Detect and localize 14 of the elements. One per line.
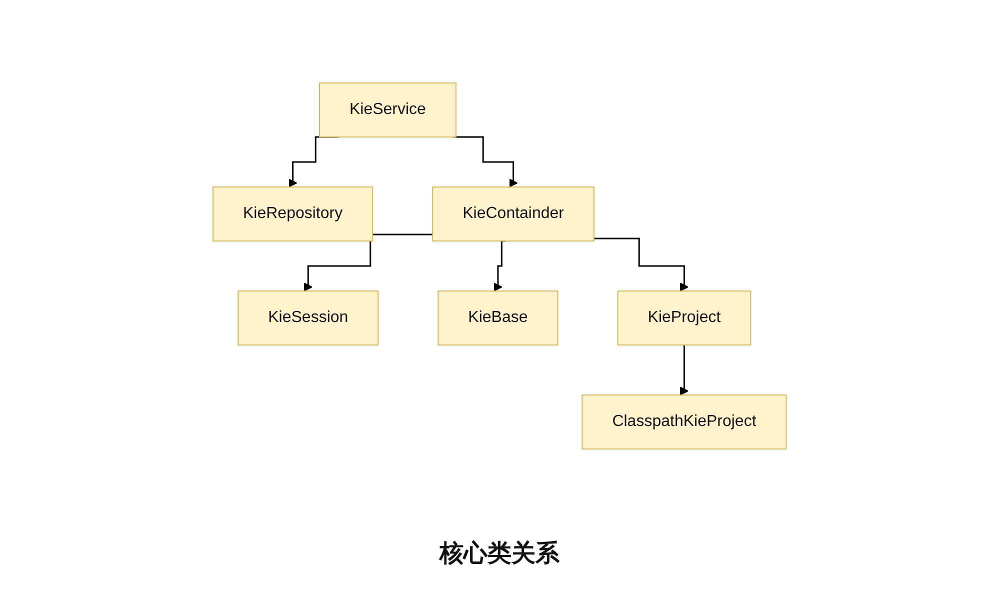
arrow (680, 344, 688, 395)
node-box: KieRepository (212, 186, 373, 241)
node-box: KieSession (237, 290, 379, 345)
node-box: KieService (318, 82, 456, 137)
arrow (493, 240, 506, 291)
node-box: KieProject (617, 290, 752, 345)
diagram-caption: 核心类关系 (440, 539, 560, 569)
arrow (304, 233, 432, 291)
arrow (288, 136, 338, 187)
arrow (452, 136, 518, 187)
arrow (594, 237, 688, 291)
node-box: KieBase (438, 290, 558, 345)
node-box: KieContainder (432, 186, 594, 241)
node-box: ClasspathKieProject (582, 394, 787, 449)
